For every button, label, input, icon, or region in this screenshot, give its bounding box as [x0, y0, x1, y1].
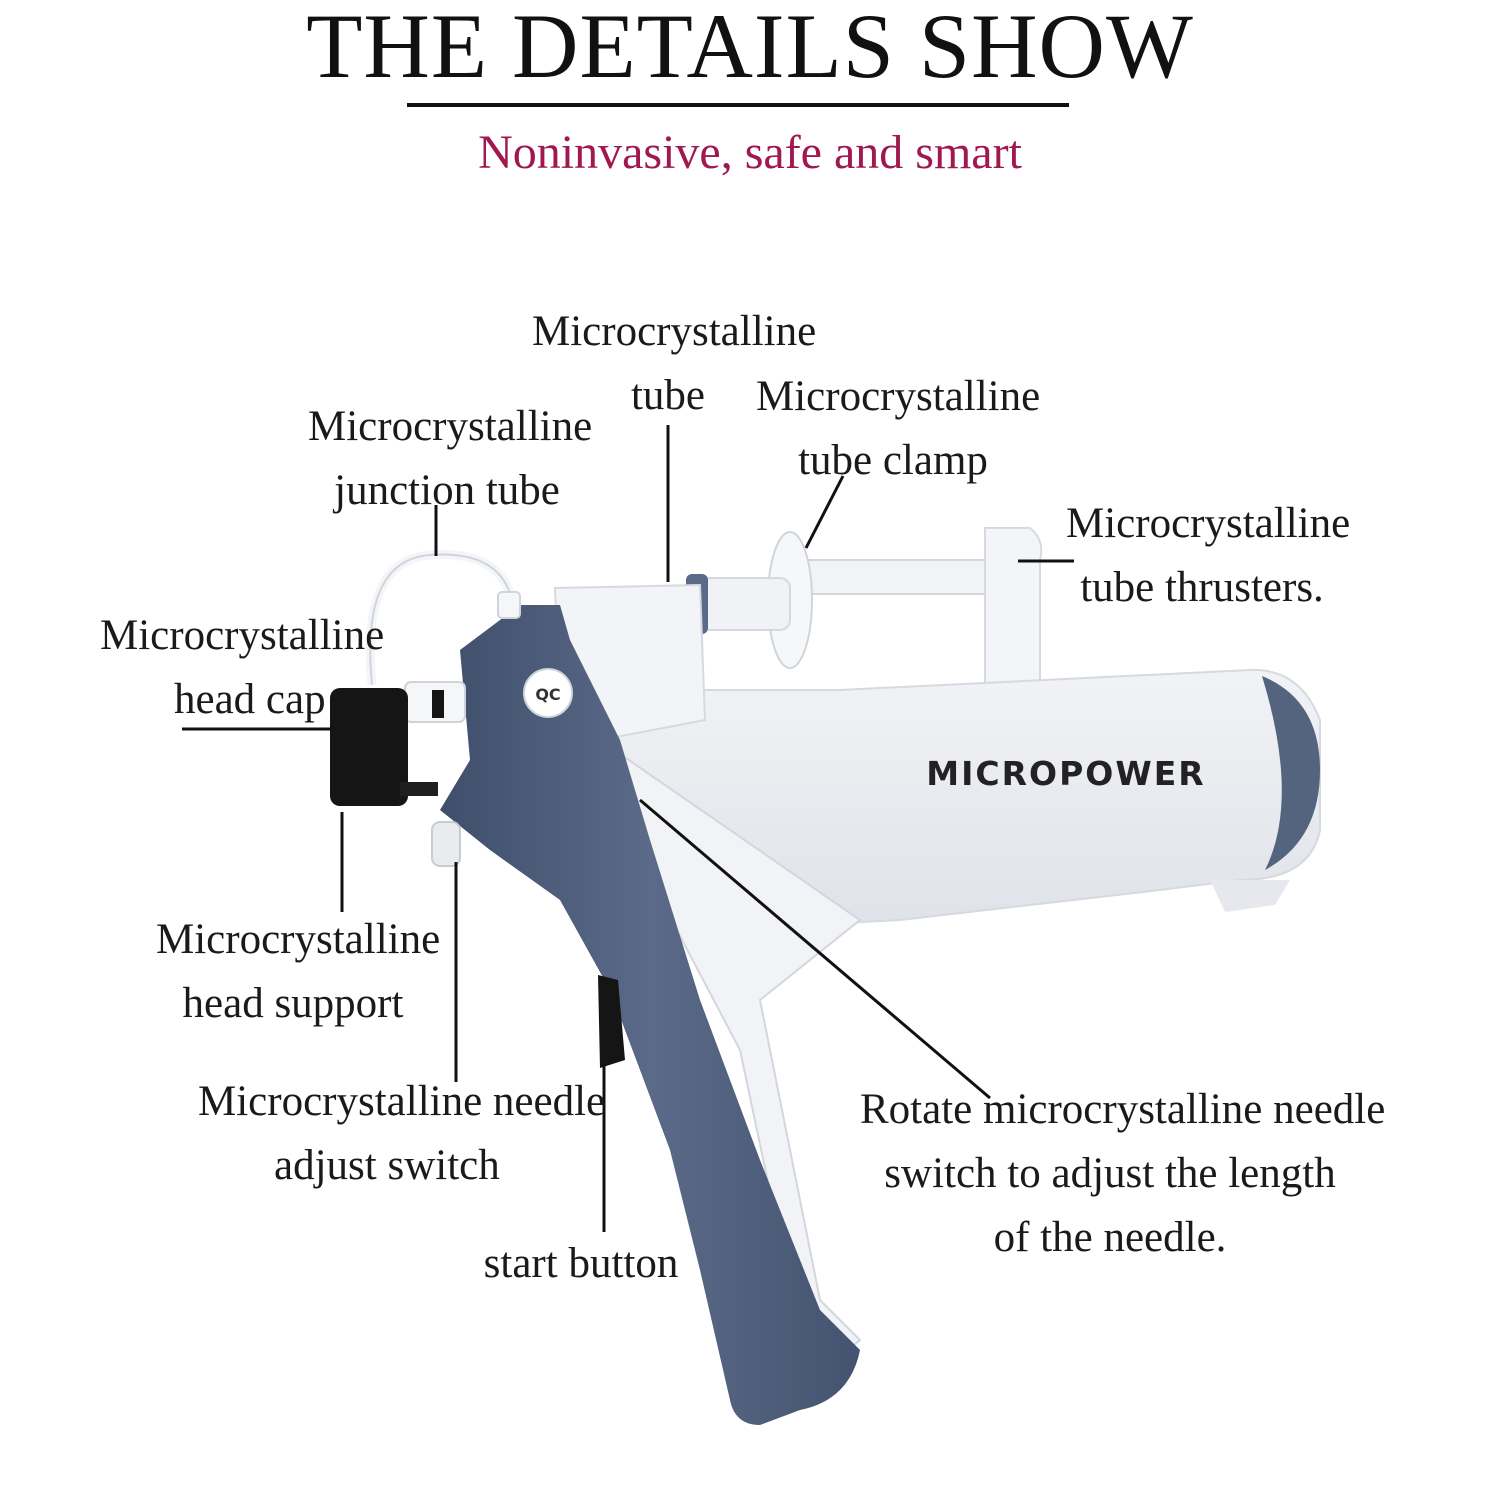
page-subtitle: Noninvasive, safe and smart	[478, 126, 1022, 179]
leader-lines	[182, 425, 1074, 1232]
grip-housing	[440, 605, 860, 1425]
leader-tube-clamp	[804, 475, 845, 549]
callout-head-support: Microcrystalline head support	[156, 916, 441, 1027]
callout-junction-tube: Microcrystalline junction tube	[308, 403, 593, 514]
callout-start-button: start button	[483, 1240, 679, 1287]
callout-head-cap: Microcrystalline head cap	[100, 612, 385, 723]
title-divider	[407, 103, 1069, 107]
callout-tube-clamp: Microcrystalline tube clamp	[756, 373, 1041, 484]
callout-tube: Microcrystalline tube	[532, 308, 817, 419]
head-connector	[404, 681, 466, 723]
needle-adjust-switch-part	[431, 821, 461, 867]
svg-text:QC: QC	[535, 685, 560, 704]
tube-clamp-part	[686, 531, 813, 669]
head-cap-part	[330, 688, 438, 806]
start-button-part	[598, 975, 625, 1068]
brand-wordmark: MICROPOWER	[926, 754, 1205, 793]
tube-thruster-part	[789, 527, 1043, 712]
callout-tube-thrusters: Microcrystalline tube thrusters.	[1066, 500, 1351, 611]
qc-badge: QC	[523, 668, 573, 718]
leader-rotate-note	[639, 798, 991, 1100]
page-title: THE DETAILS SHOW	[306, 0, 1194, 97]
callout-rotate-note: Rotate microcrystalline needle switch to…	[860, 1086, 1386, 1261]
callout-needle-switch: Microcrystalline needle adjust switch	[198, 1078, 606, 1189]
